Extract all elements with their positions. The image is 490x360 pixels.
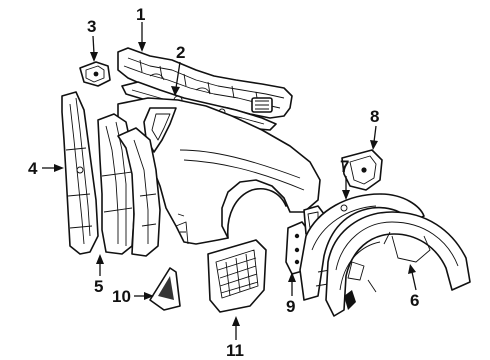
callout-4: 4 [28,159,38,178]
callout-labels: 1 2 3 4 5 6 7 8 9 10 11 [28,5,419,360]
part-5-pillar-inner [97,113,161,257]
callout-7: 7 [340,157,349,176]
callout-5: 5 [94,277,103,296]
callout-6: 6 [410,291,419,310]
part-10-filler [149,267,181,311]
callout-11: 11 [226,341,244,360]
callout-10: 10 [112,287,131,306]
callout-8: 8 [370,107,379,126]
leader-lines [42,22,417,340]
part-11-louver [207,239,267,313]
part-6-wheelhouse-liner [325,211,471,317]
callout-3: 3 [87,17,96,36]
part-3-bracket [79,61,111,87]
callout-2: 2 [176,43,185,62]
callout-9: 9 [286,297,295,316]
part-4-pillar-outer [61,91,99,255]
rear-quarter-panel [117,97,321,245]
callout-1: 1 [136,5,145,24]
part-8-bracket [341,149,383,191]
